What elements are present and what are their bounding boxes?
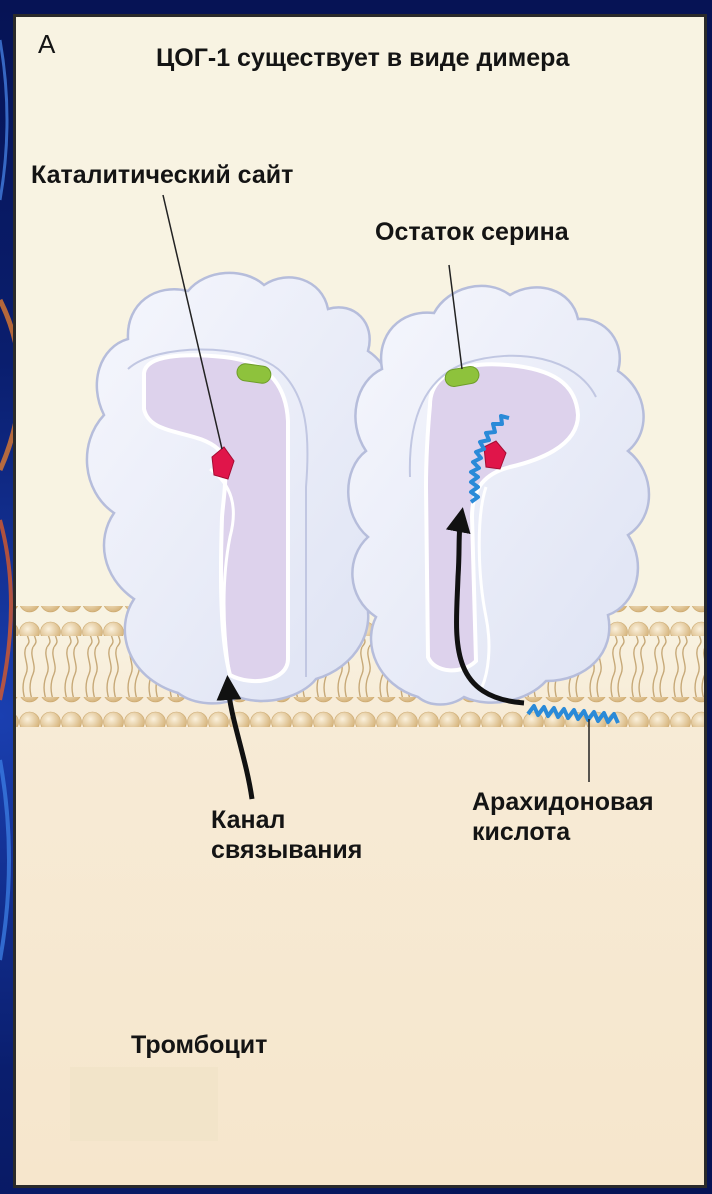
label-binding-channel-line1: Канал <box>211 805 362 835</box>
cox1-monomer-right <box>348 286 649 705</box>
backdrop-glow-3 <box>0 760 9 960</box>
protein-body-right <box>348 286 649 705</box>
backdrop-glow-4 <box>0 40 7 200</box>
panel-letter: A <box>38 29 55 59</box>
label-arachidonic-acid: Арахидоновая кислота <box>472 787 654 847</box>
label-binding-channel-line2: связывания <box>211 835 362 865</box>
faded-box <box>70 1067 218 1141</box>
figure-title: ЦОГ-1 существует в виде димера <box>156 43 569 73</box>
label-serine-residue: Остаток серина <box>375 217 569 247</box>
figure-panel: A ЦОГ-1 существует в виде димера Каталит… <box>13 14 707 1188</box>
label-catalytic-site: Каталитический сайт <box>31 160 293 190</box>
label-platelet: Тромбоцит <box>131 1030 267 1060</box>
backdrop-glow-2 <box>0 520 11 700</box>
label-binding-channel: Канал связывания <box>211 805 362 865</box>
label-arachidonic-acid-line2: кислота <box>472 817 654 847</box>
label-arachidonic-acid-line1: Арахидоновая <box>472 787 654 817</box>
cox1-dimer-diagram <box>16 17 707 1188</box>
